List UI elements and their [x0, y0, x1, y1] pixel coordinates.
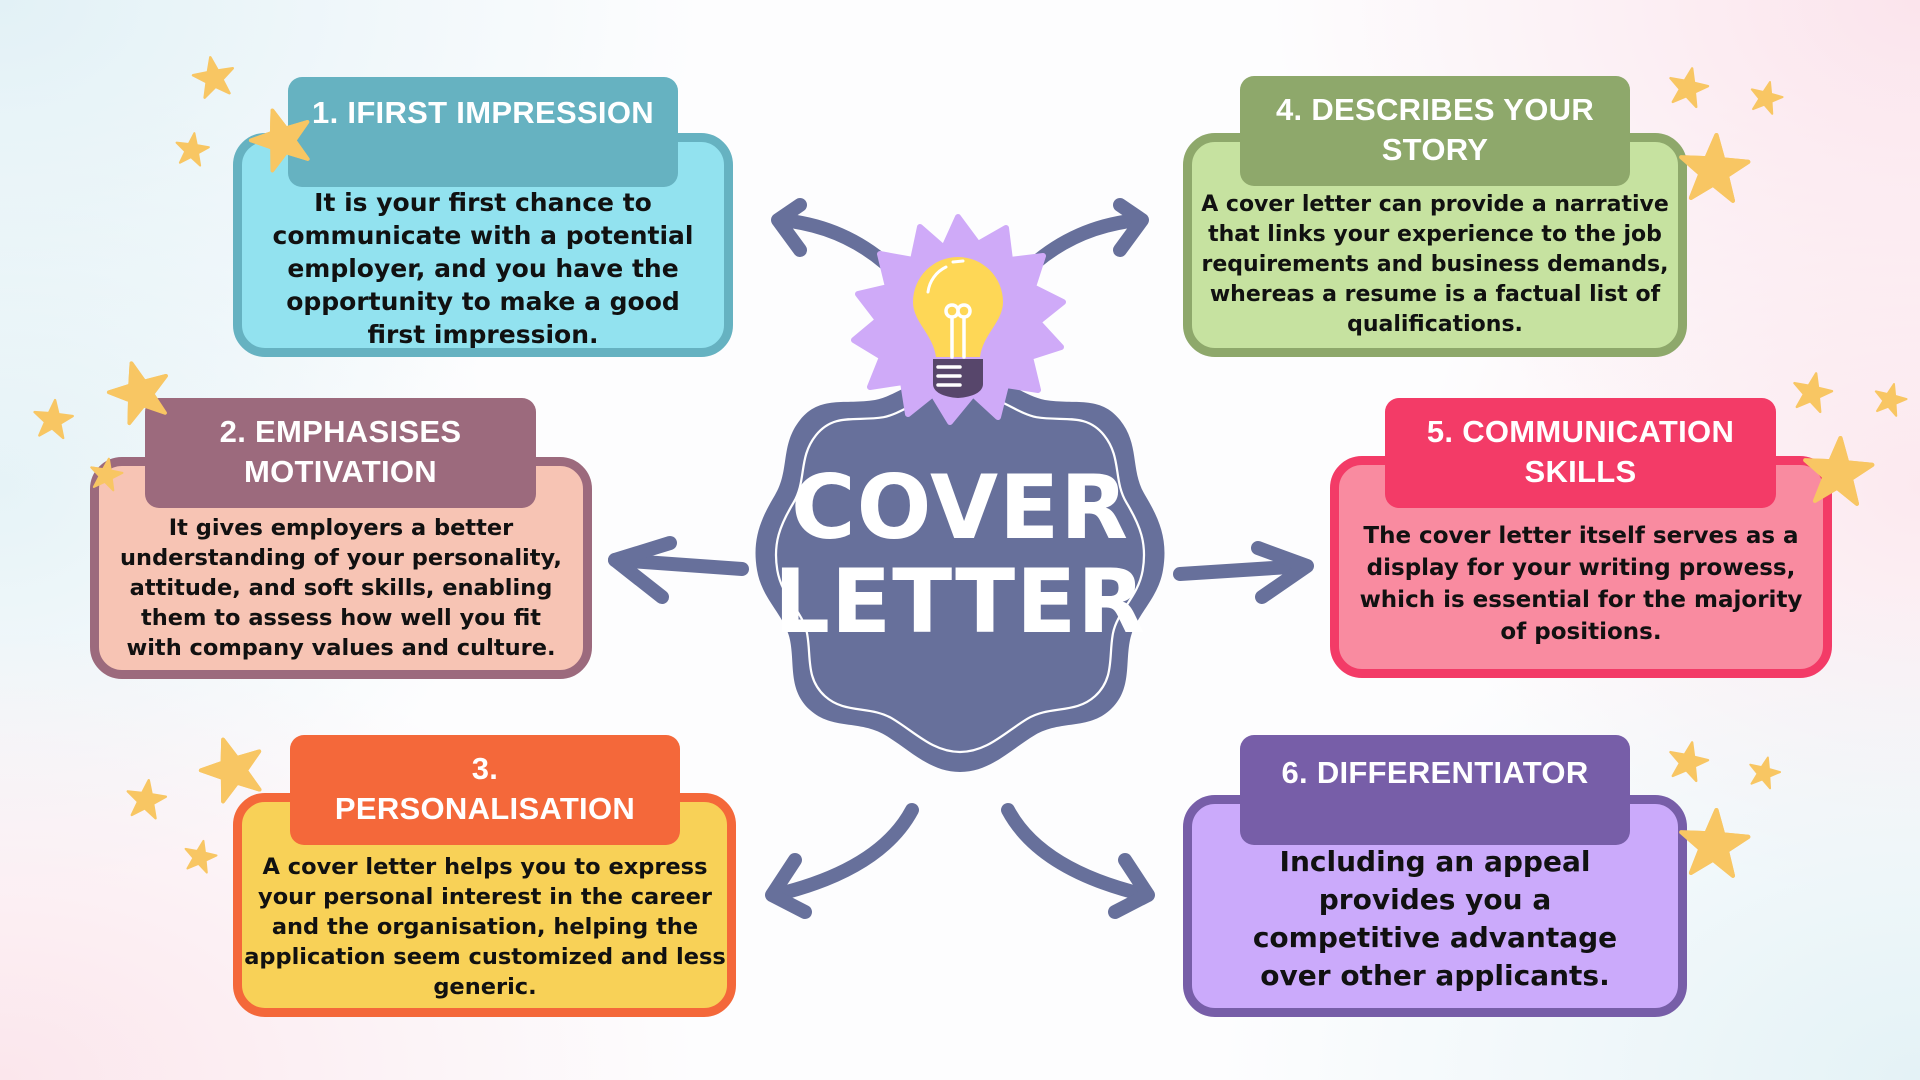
center-title-line2: LETTER	[773, 550, 1147, 653]
card-title: 1. IFIRST IMPRESSION	[312, 95, 654, 130]
card-title: 4. DESCRIBES YOUR STORY	[1275, 92, 1595, 167]
card-header: 3. PERSONALISATION	[290, 735, 680, 845]
card-description: A cover letter helps you to express your…	[244, 854, 726, 1000]
arrow-right-icon	[1173, 541, 1314, 604]
card-description: It is your first chance to communicate w…	[272, 188, 694, 349]
lightbulb-icon	[913, 257, 1003, 398]
card-header: 2. EMPHASISES MOTIVATION	[145, 398, 536, 508]
card-header: 6. DIFFERENTIATOR	[1240, 735, 1630, 845]
arrow-bottom-left-icon	[765, 803, 919, 919]
arrow-top-left-icon	[771, 198, 892, 270]
card-title: 6. DIFFERENTIATOR	[1281, 755, 1589, 790]
arrow-left-icon	[608, 536, 749, 604]
card-title: 3. PERSONALISATION	[334, 751, 636, 826]
card-header: 5. COMMUNICATION SKILLS	[1385, 398, 1776, 508]
card-description: The cover letter itself serves as a disp…	[1359, 523, 1803, 645]
card-title: 5. COMMUNICATION SKILLS	[1426, 414, 1735, 489]
card-title: 2. EMPHASISES MOTIVATION	[219, 414, 462, 489]
card-header: 1. IFIRST IMPRESSION	[288, 77, 678, 187]
card-description: A cover letter can provide a narrative t…	[1201, 192, 1669, 337]
card-description: It gives employers a better understandin…	[120, 515, 562, 661]
card-header: 4. DESCRIBES YOUR STORY	[1240, 76, 1630, 186]
card-description: Including an appeal provides you a compe…	[1252, 845, 1618, 992]
center-title-line1: COVER	[790, 456, 1129, 559]
arrow-bottom-right-icon	[1001, 803, 1155, 919]
